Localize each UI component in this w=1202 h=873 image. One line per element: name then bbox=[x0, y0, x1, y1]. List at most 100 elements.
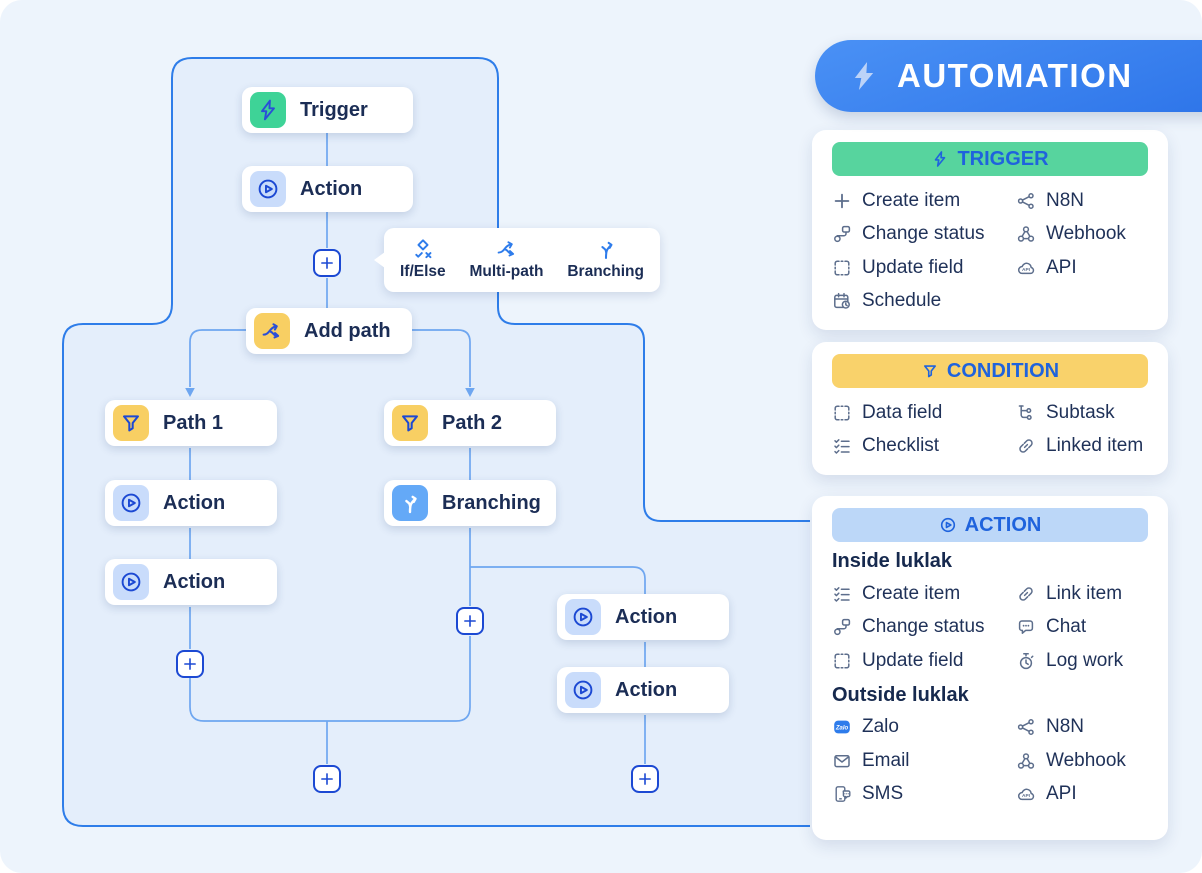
menu-item-data-field[interactable]: Data field bbox=[832, 402, 1016, 424]
menu-item-subtask[interactable]: Subtask bbox=[1016, 402, 1148, 424]
funnel-icon bbox=[921, 362, 939, 380]
field-scan-icon bbox=[832, 651, 852, 671]
flow-node-action[interactable]: Action bbox=[557, 667, 729, 713]
action-panel: ACTION Inside luklak Create item Link it… bbox=[812, 496, 1168, 840]
option-if-else[interactable]: If/Else bbox=[400, 237, 446, 281]
condition-panel-header: CONDITION bbox=[832, 354, 1148, 388]
menu-item-schedule[interactable]: Schedule bbox=[832, 290, 1016, 312]
svg-text:API: API bbox=[1022, 793, 1031, 799]
play-circle-icon bbox=[565, 599, 601, 635]
menu-item-link-item[interactable]: Link item bbox=[1016, 583, 1148, 605]
menu-item-change-status[interactable]: Change status bbox=[832, 616, 1016, 638]
menu-item-log-work[interactable]: Log work bbox=[1016, 650, 1148, 672]
flow-node-path2[interactable]: Path 2 bbox=[384, 400, 556, 446]
condition-panel-items: Data field Subtask Checklist Linked item bbox=[824, 396, 1156, 463]
add-step-button[interactable] bbox=[456, 607, 484, 635]
subtask-tree-icon bbox=[1016, 403, 1036, 423]
schedule-calendar-icon bbox=[832, 291, 852, 311]
condition-panel: CONDITION Data field Subtask Checklist L… bbox=[812, 342, 1168, 475]
field-scan-icon bbox=[832, 403, 852, 423]
menu-item-sms[interactable]: SMS bbox=[832, 783, 1016, 805]
section-heading-outside-luklak: Outside luklak bbox=[832, 683, 969, 706]
svg-text:API: API bbox=[1022, 267, 1031, 273]
action-panel-header: ACTION bbox=[832, 508, 1148, 542]
plus-icon bbox=[319, 771, 335, 787]
menu-item-n8n[interactable]: N8N bbox=[1016, 716, 1148, 738]
flow-node-action[interactable]: Action bbox=[105, 559, 277, 605]
menu-item-api[interactable]: API API bbox=[1016, 257, 1148, 279]
funnel-icon bbox=[392, 405, 428, 441]
menu-item-create-item[interactable]: Create item bbox=[832, 583, 1016, 605]
menu-item-email[interactable]: Email bbox=[832, 750, 1016, 772]
menu-item-webhook[interactable]: Webhook bbox=[1016, 223, 1148, 245]
trigger-panel: TRIGGER Create item N8N Change status We… bbox=[812, 130, 1168, 330]
plus-icon bbox=[637, 771, 653, 787]
node-label: Add path bbox=[304, 319, 391, 342]
node-label: Branching bbox=[442, 491, 541, 514]
plus-icon bbox=[182, 656, 198, 672]
menu-item-api[interactable]: API API bbox=[1016, 783, 1148, 805]
option-label: If/Else bbox=[400, 263, 446, 280]
api-cloud-icon: API bbox=[1016, 784, 1036, 804]
menu-item-checklist[interactable]: Checklist bbox=[832, 435, 1016, 457]
menu-item-create-item[interactable]: Create item bbox=[832, 190, 1016, 212]
panel-title: TRIGGER bbox=[957, 147, 1049, 170]
flow-node-path1[interactable]: Path 1 bbox=[105, 400, 277, 446]
option-label: Multi-path bbox=[469, 263, 544, 280]
flow-node-action[interactable]: Action bbox=[242, 166, 413, 212]
node-label: Action bbox=[615, 605, 678, 628]
svg-text:Zalo: Zalo bbox=[835, 726, 849, 732]
trigger-panel-items: Create item N8N Change status Webhook Up… bbox=[824, 184, 1156, 318]
add-step-button[interactable] bbox=[176, 650, 204, 678]
flow-node-action[interactable]: Action bbox=[105, 480, 277, 526]
menu-item-update-field[interactable]: Update field bbox=[832, 257, 1016, 279]
flow-node-branching[interactable]: Branching bbox=[384, 480, 556, 526]
flow-node-add-path[interactable]: Add path bbox=[246, 308, 412, 354]
share-nodes-icon bbox=[1016, 717, 1036, 737]
option-multi-path[interactable]: Multi-path bbox=[469, 237, 544, 281]
menu-item-zalo[interactable]: Zalo Zalo bbox=[832, 716, 1016, 738]
menu-item-change-status[interactable]: Change status bbox=[832, 223, 1016, 245]
add-step-button[interactable] bbox=[313, 765, 341, 793]
share-nodes-icon bbox=[1016, 191, 1036, 211]
email-icon bbox=[832, 751, 852, 771]
play-circle-icon bbox=[113, 485, 149, 521]
menu-item-n8n[interactable]: N8N bbox=[1016, 190, 1148, 212]
zalo-icon: Zalo bbox=[832, 717, 852, 737]
multi-path-icon bbox=[254, 313, 290, 349]
menu-item-chat[interactable]: Chat bbox=[1016, 616, 1148, 638]
checklist-icon bbox=[832, 436, 852, 456]
add-step-button[interactable] bbox=[631, 765, 659, 793]
flow-node-action[interactable]: Action bbox=[557, 594, 729, 640]
stopwatch-icon bbox=[1016, 651, 1036, 671]
if-else-icon bbox=[411, 237, 435, 261]
play-circle-icon bbox=[939, 516, 957, 534]
panel-title: ACTION bbox=[964, 513, 1042, 536]
node-label: Action bbox=[163, 491, 226, 514]
status-flow-icon bbox=[832, 617, 852, 637]
lightning-icon bbox=[250, 92, 286, 128]
play-circle-icon bbox=[113, 564, 149, 600]
node-label: Path 1 bbox=[163, 411, 224, 434]
menu-item-linked-item[interactable]: Linked item bbox=[1016, 435, 1148, 457]
node-label: Path 2 bbox=[442, 411, 503, 434]
action-outside-items: Zalo Zalo N8N Email Webhook SMS API AP bbox=[824, 711, 1156, 812]
section-heading-inside-luklak: Inside luklak bbox=[832, 550, 953, 572]
option-branching[interactable]: Branching bbox=[567, 237, 644, 281]
add-step-button[interactable] bbox=[313, 249, 341, 277]
status-flow-icon bbox=[832, 224, 852, 244]
branching-icon bbox=[594, 237, 618, 261]
webhook-icon bbox=[1016, 751, 1036, 771]
menu-item-update-field[interactable]: Update field bbox=[832, 650, 1016, 672]
option-label: Branching bbox=[567, 263, 644, 280]
flow-node-trigger[interactable]: Trigger bbox=[242, 87, 413, 133]
play-circle-icon bbox=[565, 672, 601, 708]
panel-title: CONDITION bbox=[946, 359, 1060, 382]
funnel-icon bbox=[113, 405, 149, 441]
plus-icon bbox=[319, 255, 335, 271]
menu-item-webhook[interactable]: Webhook bbox=[1016, 750, 1148, 772]
multi-path-icon bbox=[495, 237, 519, 261]
play-circle-icon bbox=[250, 171, 286, 207]
banner-title: AUTOMATION bbox=[897, 57, 1133, 94]
